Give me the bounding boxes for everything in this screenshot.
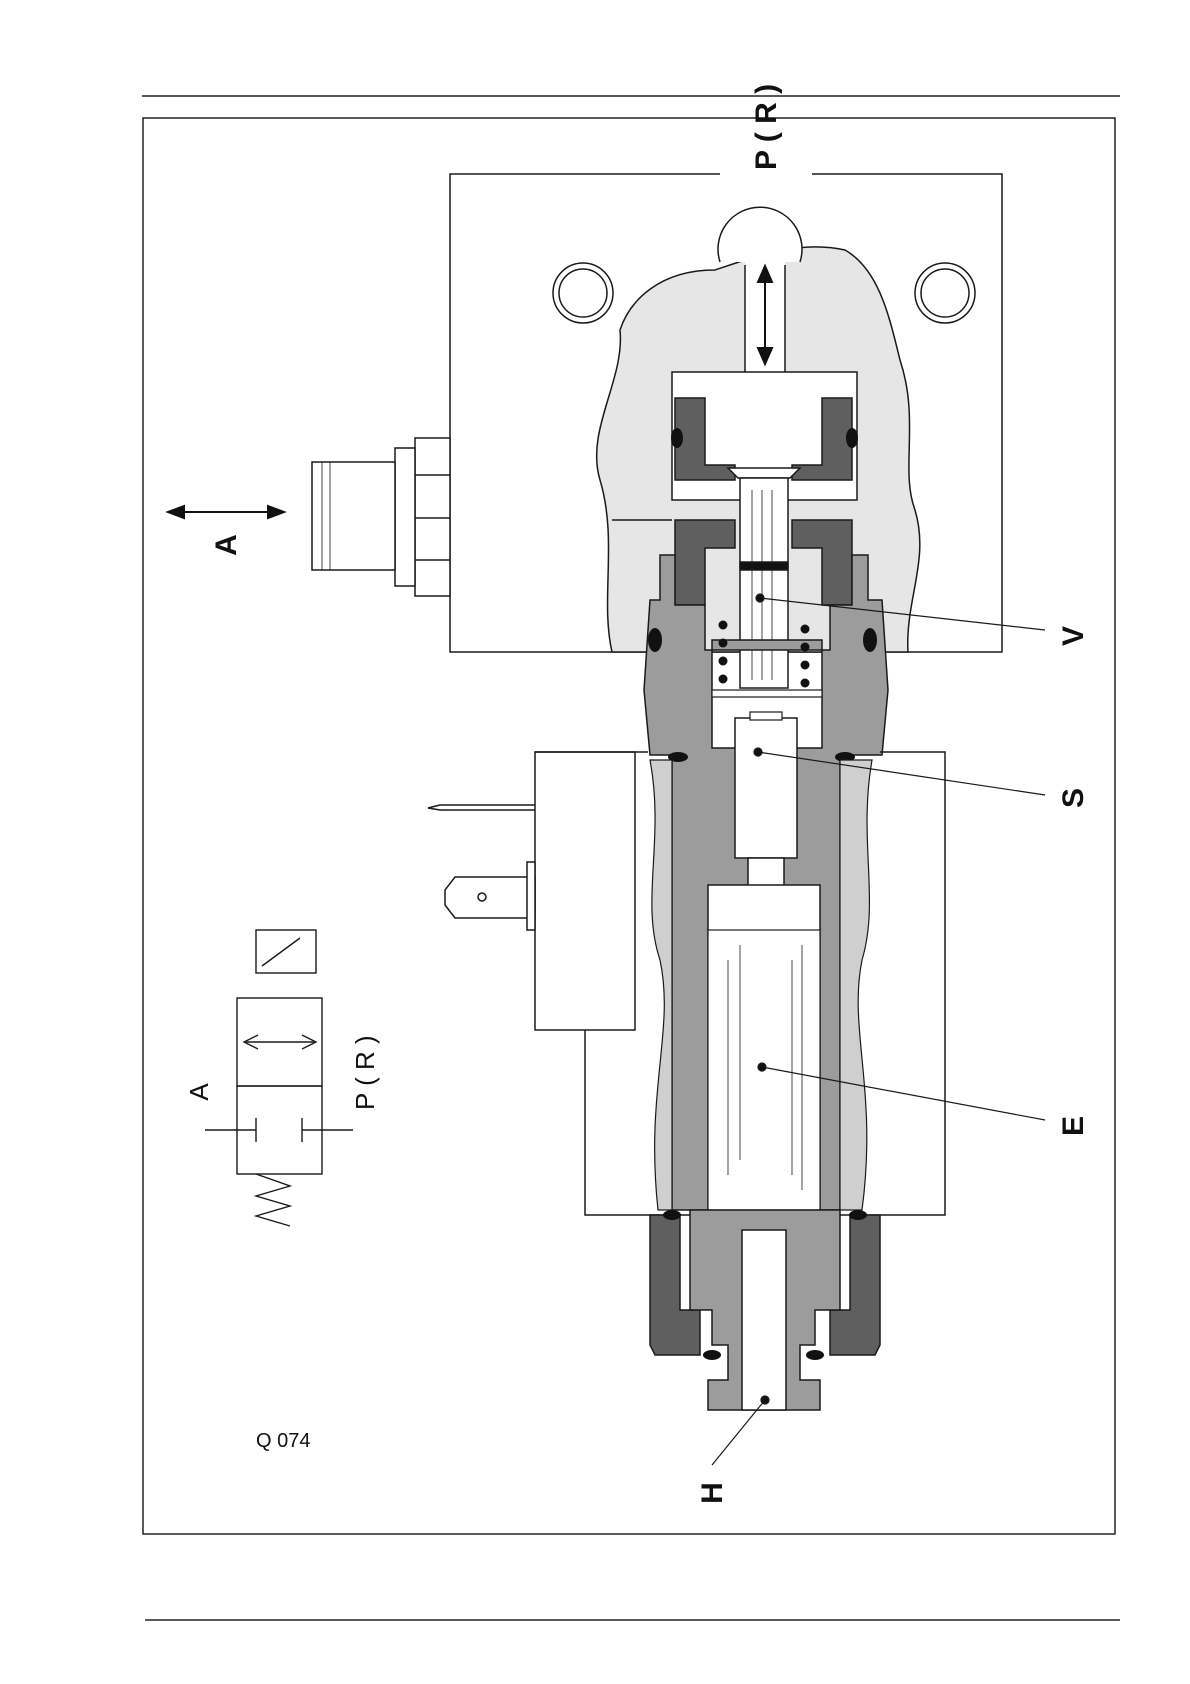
spade-terminal bbox=[445, 862, 535, 930]
drawing-code: Q 074 bbox=[256, 1430, 310, 1452]
manual-override-stem bbox=[742, 1230, 786, 1410]
stem-s-tip bbox=[750, 712, 782, 720]
mounting-hole-right bbox=[915, 263, 975, 323]
callout-h-label: H bbox=[696, 1482, 729, 1504]
symbol-p-r-label: P ( R ) bbox=[350, 1035, 380, 1110]
callout-v-label: V bbox=[1057, 626, 1090, 646]
a-port-fitting bbox=[312, 438, 450, 596]
mounting-hole-left bbox=[553, 263, 613, 323]
connector-pin bbox=[428, 805, 535, 810]
callout-s-label: S bbox=[1057, 788, 1090, 808]
callout-e-label: E bbox=[1057, 1116, 1090, 1136]
symbol-a-label: A bbox=[184, 1083, 214, 1101]
a-flow-arrow bbox=[168, 506, 284, 518]
stem-s bbox=[735, 718, 797, 858]
port-p-r-label: P ( R ) bbox=[750, 84, 783, 170]
valve-symbol bbox=[205, 930, 353, 1226]
spring-plate bbox=[712, 690, 822, 697]
port-a-label: A bbox=[210, 534, 243, 556]
